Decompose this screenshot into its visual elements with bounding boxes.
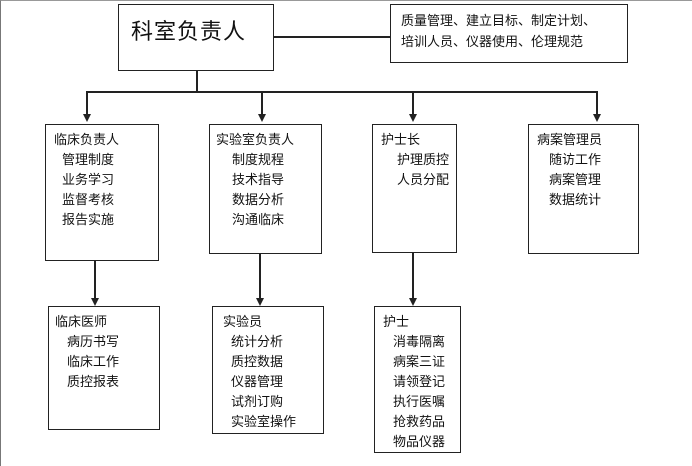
staff-item: 试剂订购	[231, 395, 284, 410]
staff-item: 临床工作	[67, 355, 120, 370]
staff-item: 消毒隔离	[393, 335, 446, 350]
staff-item: 质控报表	[67, 375, 120, 390]
staff-box-nurse: 护士 消毒隔离 病案三证 请领登记 执行医嘱 抢救药品 物品仪器	[374, 306, 461, 453]
role-item: 护理质控	[397, 153, 450, 168]
staff-item: 抢救药品	[393, 415, 446, 430]
role-item: 管理制度	[62, 153, 115, 168]
role-item: 报告实施	[62, 213, 115, 228]
role-box-records-admin: 病案管理员 随访工作 病案管理 数据统计	[528, 124, 639, 254]
role-box-head-nurse: 护士长 护理质控 人员分配	[372, 124, 457, 253]
root-duties-box: 质量管理、建立目标、制定计划、 培训人员、仪器使用、伦理规范	[390, 4, 628, 63]
root-title: 科室负责人	[131, 20, 247, 45]
role-item: 业务学习	[62, 173, 115, 188]
role-title: 护士长	[381, 133, 421, 148]
staff-item: 质控数据	[231, 355, 284, 370]
role-box-clinical-lead: 临床负责人 管理制度 业务学习 监督考核 报告实施	[45, 124, 159, 261]
role-item: 人员分配	[397, 173, 450, 188]
role-item: 随访工作	[549, 153, 602, 168]
staff-item: 病历书写	[67, 335, 120, 350]
root-duty-line: 质量管理、建立目标、制定计划、	[401, 14, 597, 29]
staff-box-lab-technician: 实验员 统计分析 质控数据 仪器管理 试剂订购 实验室操作	[212, 306, 324, 434]
role-item: 监督考核	[62, 193, 115, 208]
role-item: 数据统计	[549, 193, 602, 208]
staff-item: 统计分析	[231, 335, 284, 350]
root-duty-line: 培训人员、仪器使用、伦理规范	[401, 35, 584, 50]
role-item: 沟通临床	[232, 213, 285, 228]
staff-item: 物品仪器	[393, 435, 446, 450]
role-title: 实验室负责人	[216, 133, 295, 148]
staff-item: 仪器管理	[231, 375, 284, 390]
role-box-lab-lead: 实验室负责人 制度规程 技术指导 数据分析 沟通临床	[209, 124, 322, 254]
role-item: 病案管理	[549, 173, 602, 188]
role-item: 数据分析	[232, 193, 285, 208]
root-box: 科室负责人	[118, 4, 274, 71]
staff-box-clinician: 临床医师 病历书写 临床工作 质控报表	[48, 306, 160, 430]
role-item: 制度规程	[232, 153, 285, 168]
staff-item: 实验室操作	[231, 415, 297, 430]
staff-item: 病案三证	[393, 355, 446, 370]
role-item: 技术指导	[232, 173, 285, 188]
role-title: 病案管理员	[537, 133, 603, 148]
role-title: 临床负责人	[54, 133, 120, 148]
staff-title: 护士	[383, 315, 410, 330]
staff-item: 请领登记	[393, 375, 446, 390]
staff-title: 实验员	[223, 315, 263, 330]
staff-item: 执行医嘱	[393, 395, 446, 410]
staff-title: 临床医师	[55, 315, 108, 330]
